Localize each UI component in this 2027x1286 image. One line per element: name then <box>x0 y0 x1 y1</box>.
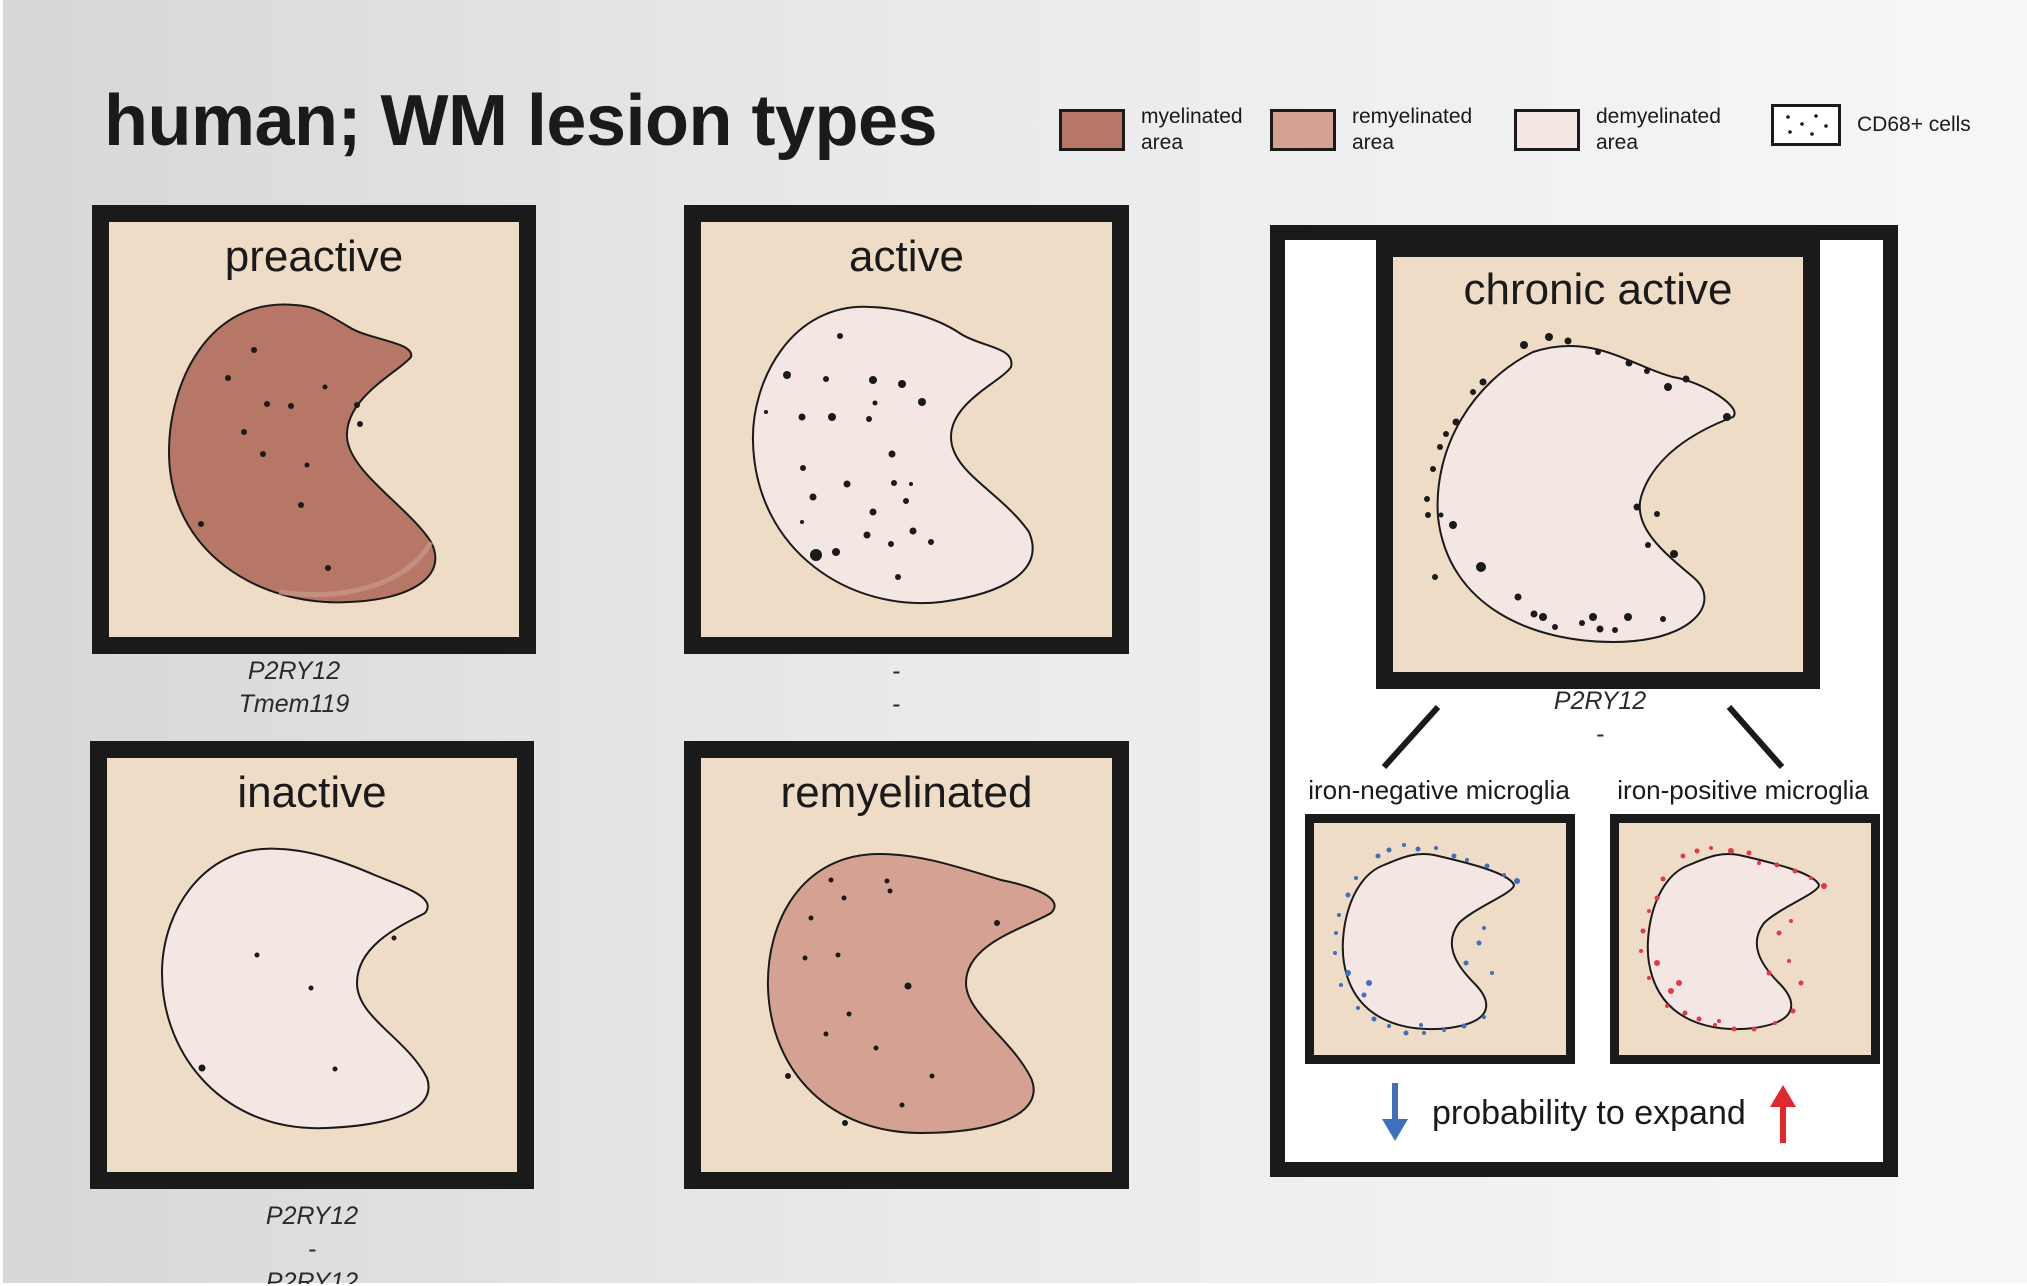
iron-negative-title: iron-negative microglia <box>1308 775 1570 805</box>
markers-active: - - <box>891 657 901 718</box>
arrow-down-icon <box>1382 1083 1408 1141</box>
cd68-cells <box>1424 333 1731 633</box>
legend-swatch-demyelinated <box>1514 109 1580 151</box>
preactive-lesion <box>167 303 437 604</box>
panel-iron-negative <box>1305 814 1575 1064</box>
panel-inactive: inactive <box>90 741 534 1189</box>
cd68-cells <box>785 877 1000 1126</box>
markers-preactive: P2RY12 Tmem119 <box>238 657 350 718</box>
legend-cd68: CD68+ cells <box>1771 104 1997 146</box>
legend-label-cd68: CD68+ cells <box>1857 113 1971 136</box>
panel-remyelinated: remyelinated <box>684 741 1129 1189</box>
cd68-cells <box>198 935 397 1072</box>
arrow-up-icon <box>1769 1085 1796 1143</box>
markers-inactive: P2RY12 - P2RY12 <box>265 1202 359 1284</box>
panel-iron-positive <box>1610 814 1880 1064</box>
markers-chronic-active: P2RY12 - <box>1553 687 1647 748</box>
panel-title-chronic-active: chronic active <box>1463 265 1733 314</box>
legend-swatch-remyelinated <box>1270 109 1336 151</box>
iron-positive-cells <box>1639 846 1827 1032</box>
panel-title-remyelinated: remyelinated <box>780 768 1033 817</box>
active-lesion <box>751 305 1034 605</box>
remyelinated-lesion <box>766 852 1056 1135</box>
left-edge <box>0 0 3 1286</box>
legend-swatch-myelinated <box>1059 109 1125 151</box>
chronic-active-frame: chronic active P2RY12 - iron-negative mi… <box>1270 225 1898 1177</box>
cd68-cells <box>198 347 363 571</box>
iron-negative-cells <box>1333 843 1520 1036</box>
page-title: human; WM lesion types <box>104 81 938 161</box>
iron-positive-title: iron-positive microglia <box>1617 775 1869 805</box>
panel-active: active <box>684 205 1129 654</box>
inactive-lesion <box>160 847 430 1130</box>
panel-title-preactive: preactive <box>224 232 404 281</box>
panel-title-active: active <box>849 232 964 281</box>
panel-preactive: preactive <box>92 205 536 654</box>
branch-lines <box>1381 704 1785 770</box>
iron-positive-lesion <box>1639 846 1827 1032</box>
panel-title-inactive: inactive <box>237 768 387 817</box>
bottom-edge <box>0 1283 2027 1286</box>
expand-label: probability to expand <box>1432 1093 1746 1132</box>
chronic-active-lesion <box>1424 333 1736 644</box>
iron-negative-lesion <box>1333 843 1520 1036</box>
legend-swatch-cd68 <box>1771 104 1841 146</box>
expand-row: probability to expand <box>1380 1083 1798 1143</box>
cd68-cells <box>764 333 934 580</box>
panel-chronic-active: chronic active <box>1376 240 1820 689</box>
